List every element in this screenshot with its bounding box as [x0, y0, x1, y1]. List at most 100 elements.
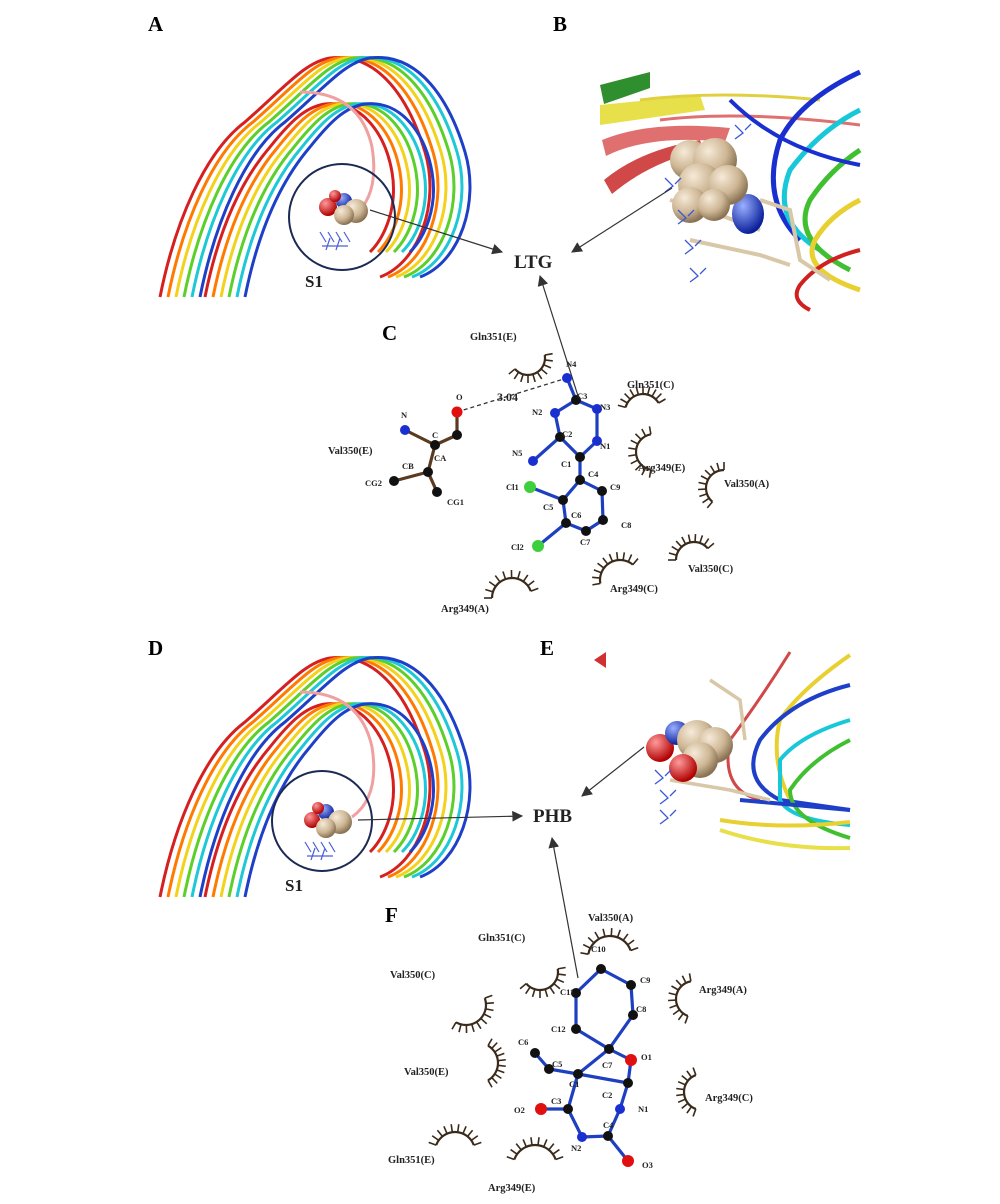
- arrow-f-to-phb: [548, 836, 579, 979]
- hydrophobic-contact-arcs-f: [428, 928, 697, 1161]
- ligplot-phb-atom-labels: C10 C11 C9 C12 C8 C6 C5 C7 O1 C1 C2 C3 O…: [514, 944, 653, 1170]
- panel-label-d: D: [148, 636, 163, 660]
- atom-label: C2: [602, 1090, 612, 1100]
- atom-label: C11: [560, 987, 574, 997]
- ribbon-strand-inner: [227, 102, 419, 298]
- hydrophobic-contact-arc: [487, 1038, 506, 1088]
- hydrophobic-contact-arc: [676, 1067, 697, 1117]
- hydrophobic-contact-arc: [484, 569, 539, 599]
- residue-label-arg349-e: Arg349(E): [638, 463, 686, 474]
- hydrogen-bond: [456, 377, 568, 413]
- ligplot-ltg-atoms: [389, 373, 608, 552]
- protein-ribbon-overview-d: [158, 656, 472, 898]
- ligand-label-phb: PHB: [533, 806, 572, 827]
- ribbon-strand-outer: [158, 56, 432, 298]
- hydrophobic-contact-arc: [428, 1124, 482, 1146]
- ligplot-ltg-atom-labels: N C CA O CB CG1 CG2 N4 C3 N2 N3 C2 N1 N5…: [365, 359, 631, 552]
- hydrophobic-contact-arc: [617, 386, 666, 409]
- ligand-spheres-a: [319, 190, 368, 225]
- atom-label: C7: [602, 1060, 613, 1070]
- atom-label: C9: [640, 975, 650, 985]
- ribbon-strand-outer: [190, 656, 464, 898]
- atom-label: C6: [518, 1037, 528, 1047]
- ligplot-phb: [533, 967, 635, 1162]
- binding-site-circle-a: [288, 163, 396, 271]
- atom-label: C3: [577, 391, 587, 401]
- residue-label-val350-a: Val350(A): [588, 913, 634, 924]
- atom-label: C5: [543, 502, 553, 512]
- ribbon-strand-inner: [235, 702, 427, 898]
- ligand-label-ltg: LTG: [514, 252, 553, 273]
- residue-label-arg349-c: Arg349(C): [610, 584, 658, 595]
- panel-label-e: E: [540, 636, 554, 660]
- ribbon-strand-inner: [235, 102, 427, 298]
- atom-label: N2: [571, 1143, 581, 1153]
- hydrophobic-contact-arc: [506, 1137, 564, 1161]
- hydrophobic-contact-arc: [451, 994, 494, 1034]
- panel-label-f: F: [385, 903, 398, 927]
- atom-label: C4: [588, 469, 599, 479]
- atom-label: N2: [532, 407, 542, 417]
- atom-label: C6: [571, 510, 581, 520]
- hydrophobic-contact-arc: [592, 552, 639, 586]
- residue-label-arg349-e: Arg349(E): [488, 1183, 536, 1194]
- ribbon-strand-outer: [174, 656, 448, 898]
- ribbon-strand-outer: [174, 56, 448, 298]
- ribbon-strand-outer: [190, 56, 464, 298]
- sidechain-sticks-d: [304, 841, 336, 861]
- atom-label: C4: [603, 1120, 614, 1130]
- atom-label: N: [401, 410, 408, 420]
- ribbon-strand-outer: [198, 56, 472, 298]
- atom-label: CB: [402, 461, 414, 471]
- ligplot-ltg: 3.04: [393, 377, 605, 548]
- residue-label-val350-e: Val350(E): [404, 1067, 449, 1078]
- hydrophobic-contact-arc: [697, 462, 725, 509]
- hydrophobic-contact-arc: [628, 426, 652, 478]
- zoom-view-b: [600, 69, 862, 312]
- atom-label: O: [456, 392, 463, 402]
- atom-label: C8: [636, 1004, 646, 1014]
- atom-label: C5: [552, 1059, 562, 1069]
- residue-label-val350-c: Val350(C): [688, 564, 734, 575]
- ribbon-strand-inner: [219, 102, 411, 298]
- atom-label: N1: [600, 441, 610, 451]
- ribbon-loop: [299, 90, 376, 219]
- residue-label-val350-e: Val350(E): [328, 446, 373, 457]
- ribbon-strand-inner: [211, 102, 403, 298]
- ribbon-strand-outer: [182, 56, 456, 298]
- ligplot-phb-residue-labels: Val350(A) Gln351(C) Val350(C) Arg349(A) …: [388, 913, 753, 1194]
- binding-site-circle-d: [271, 770, 373, 872]
- ribbon-strand-inner: [203, 702, 395, 898]
- ribbon-strand-inner: [203, 102, 395, 298]
- hydrophobic-contact-arc: [508, 352, 553, 383]
- ribbon-strand-outer: [166, 56, 440, 298]
- atom-label: Cl1: [506, 482, 519, 492]
- atom-label: C8: [621, 520, 631, 530]
- atom-label: O3: [642, 1160, 653, 1170]
- ribbon-strand-outer: [166, 656, 440, 898]
- atom-label: Cl2: [511, 542, 524, 552]
- atom-label: C1: [569, 1079, 579, 1089]
- residue-label-arg349-a: Arg349(A): [699, 985, 747, 996]
- arrow-e-to-phb: [581, 746, 645, 797]
- atom-label: O2: [514, 1105, 525, 1115]
- hydrophobic-contact-arc: [668, 533, 715, 561]
- arrow-a-to-ltg: [369, 209, 504, 255]
- residue-label-gln351-e: Gln351(E): [388, 1155, 435, 1166]
- binding-site-label-d: S1: [285, 876, 303, 895]
- ribbon-strand-inner: [219, 702, 411, 898]
- residue-label-arg349-a: Arg349(A): [441, 604, 489, 615]
- residue-label-arg349-c: Arg349(C): [705, 1093, 753, 1104]
- protein-ribbon-overview-a: [158, 56, 472, 298]
- atom-label: CA: [434, 453, 447, 463]
- hydrophobic-contact-arcs-c: [484, 352, 725, 599]
- hydrophobic-contact-arc: [519, 966, 566, 998]
- residue-label-gln351-e: Gln351(E): [470, 332, 517, 343]
- residue-label-val350-a: Val350(A): [724, 479, 770, 490]
- atom-label: C9: [610, 482, 620, 492]
- atom-label: N1: [638, 1104, 648, 1114]
- panel-label-b: B: [553, 12, 567, 36]
- residue-label-gln351-c: Gln351(C): [627, 380, 675, 391]
- arrow-d-to-phb: [357, 810, 524, 822]
